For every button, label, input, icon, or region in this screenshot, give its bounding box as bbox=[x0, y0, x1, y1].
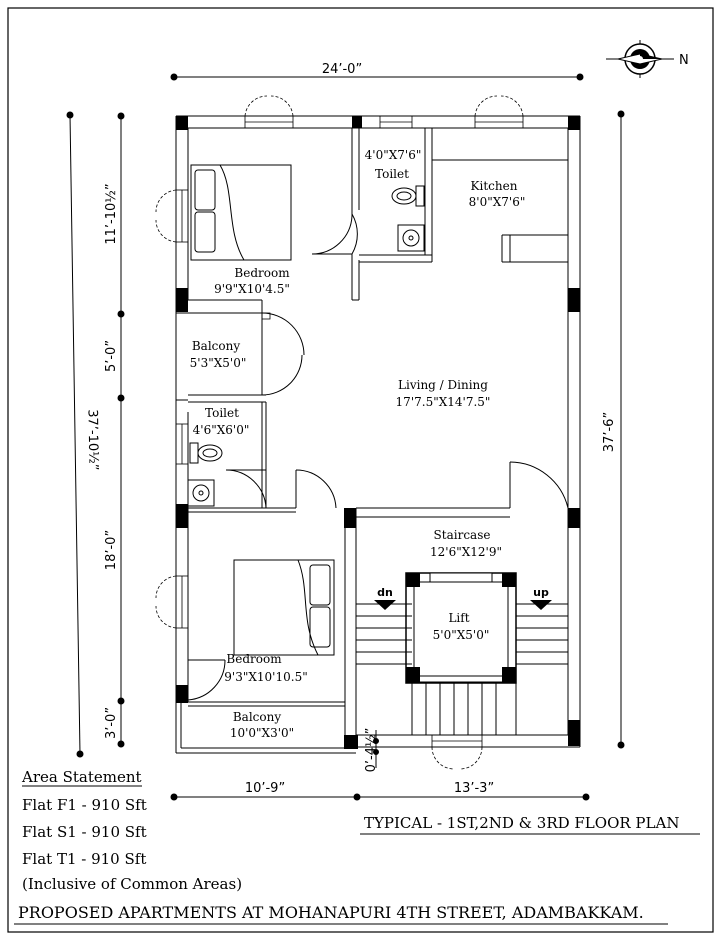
bedroom1-size: 9'9"X10'4.5" bbox=[214, 282, 290, 296]
kitchen-name: Kitchen bbox=[471, 179, 518, 193]
project-title: PROPOSED APARTMENTS AT MOHANAPURI 4TH ST… bbox=[18, 903, 644, 922]
area-statement: Area Statement Flat F1 - 910 Sft Flat S1… bbox=[21, 768, 242, 893]
area-line-t1: Flat T1 - 910 Sft bbox=[22, 850, 146, 868]
balcony2-size: 10'0"X3'0" bbox=[230, 726, 294, 740]
room-labels: 4'0"X7'6" Toilet Kitchen 8'0"X7'6" Bedro… bbox=[190, 148, 526, 740]
dim-bottom-gap: 0’-4½” bbox=[364, 728, 379, 773]
area-line-f1: Flat F1 - 910 Sft bbox=[22, 796, 147, 814]
lift-columns bbox=[406, 573, 516, 683]
area-line-s1: Flat S1 - 910 Sft bbox=[22, 823, 147, 841]
dim-left-seg1: 11’-10½” bbox=[104, 183, 119, 244]
dim-left-seg2: 5’-0” bbox=[104, 340, 119, 372]
plan-title: TYPICAL - 1ST,2ND & 3RD FLOOR PLAN bbox=[364, 814, 679, 832]
area-statement-heading: Area Statement bbox=[21, 768, 142, 786]
toilet2-size: 4'6"X6'0" bbox=[193, 423, 250, 437]
bed-2 bbox=[233, 559, 335, 656]
bed-1 bbox=[190, 164, 292, 261]
staircase-size: 12'6"X12'9" bbox=[430, 545, 502, 559]
columns bbox=[176, 116, 580, 749]
dim-bottom-right: 13’-3” bbox=[454, 781, 494, 796]
bedroom2-name: Bedroom bbox=[226, 652, 282, 666]
compass-label: N bbox=[679, 53, 689, 68]
north-compass-icon bbox=[606, 40, 674, 78]
staircase-name: Staircase bbox=[434, 528, 491, 542]
dim-left-total: 37’-10½” bbox=[84, 409, 100, 471]
area-line-note: (Inclusive of Common Areas) bbox=[22, 875, 242, 893]
balcony2-name: Balcony bbox=[233, 710, 281, 724]
stair-down-label: dn bbox=[377, 586, 393, 599]
living-name: Living / Dining bbox=[398, 378, 488, 392]
staircase bbox=[356, 572, 568, 735]
balcony1-size: 5'3"X5'0" bbox=[190, 356, 247, 370]
kitchen-size: 8'0"X7'6" bbox=[469, 195, 526, 209]
toilet-fixtures bbox=[187, 185, 425, 507]
dim-left-seg4: 3’-0” bbox=[104, 707, 119, 739]
toilet1-name: Toilet bbox=[375, 167, 409, 181]
stair-arrows bbox=[374, 600, 552, 610]
bedroom1-name: Bedroom bbox=[234, 266, 290, 280]
sheet-border bbox=[7, 7, 714, 933]
dim-left-seg3: 18’-0” bbox=[104, 530, 119, 570]
balcony1-name: Balcony bbox=[192, 339, 240, 353]
windows bbox=[155, 95, 524, 770]
bedroom2-size: 9'3"X10'10.5" bbox=[224, 670, 307, 684]
dim-bottom-left: 10’-9” bbox=[245, 781, 285, 796]
toilet2-name: Toilet bbox=[205, 406, 239, 420]
dimension-lines bbox=[66, 73, 625, 801]
doors bbox=[187, 213, 569, 701]
stair-up-label: up bbox=[533, 586, 549, 599]
toilet1-size: 4'0"X7'6" bbox=[365, 148, 422, 162]
living-size: 17'7.5"X14'7.5" bbox=[396, 395, 491, 409]
dim-top-width: 24’-0” bbox=[322, 62, 362, 77]
dim-right-height: 37’-6” bbox=[602, 412, 617, 452]
lift-size: 5'0"X5'0" bbox=[433, 628, 490, 642]
lift-name: Lift bbox=[448, 611, 469, 625]
